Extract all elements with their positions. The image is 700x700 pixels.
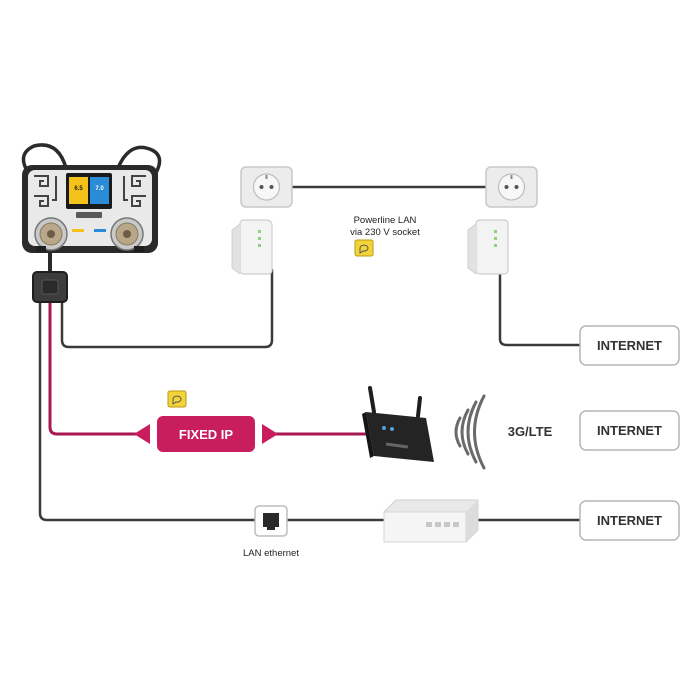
cable-lan-ethernet <box>38 298 257 522</box>
internet-label: INTERNET <box>597 338 662 353</box>
cable-powerline-to-internet <box>498 268 582 347</box>
screen-value-2: 7.0 <box>95 186 104 192</box>
cables <box>38 185 582 522</box>
ethernet-port <box>254 505 288 537</box>
lte-router <box>362 386 434 462</box>
internet-box-1: INTERNET <box>579 325 680 366</box>
dosing-controller: 6.5 7.0 <box>21 143 162 272</box>
cable-splitter <box>32 271 68 303</box>
signal-icon <box>454 394 486 470</box>
fixed-ip-label: FIXED IP <box>179 427 234 442</box>
controller-cable-right <box>116 145 162 184</box>
controller-cable-left <box>21 143 68 180</box>
cable-controller-to-powerline <box>60 268 274 349</box>
screen-ph-tile <box>69 177 88 204</box>
screen-orp-tile <box>90 177 109 204</box>
pump-left <box>34 217 68 251</box>
powerline-adapter-left <box>231 219 273 275</box>
powerline-label-line2: via 230 V socket <box>350 227 420 238</box>
internet-label: INTERNET <box>597 513 662 528</box>
pump-right <box>110 217 144 251</box>
cable-fixed-ip <box>48 298 142 436</box>
wall-socket-left <box>240 166 293 208</box>
lan-label: LAN ethernet <box>243 548 299 559</box>
wall-socket-right <box>485 166 538 208</box>
fixed-ip-badge: FIXED IP <box>134 416 278 452</box>
network-switch <box>383 499 479 543</box>
internet-box-3: INTERNET <box>579 500 680 541</box>
powerline-label-line1: Powerline LAN <box>354 215 417 226</box>
screen-value-1: 6.5 <box>74 186 83 192</box>
internet-label: INTERNET <box>597 423 662 438</box>
chat-icon[interactable] <box>354 239 374 257</box>
powerline-adapter-right <box>467 219 509 275</box>
chat-icon[interactable] <box>167 390 187 408</box>
internet-box-2: INTERNET <box>579 410 680 451</box>
lte-label: 3G/LTE <box>508 424 553 439</box>
